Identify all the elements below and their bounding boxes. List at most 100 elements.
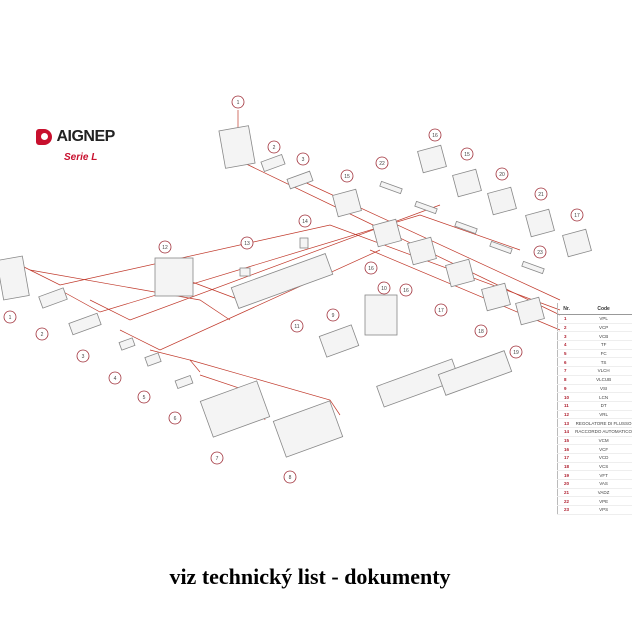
mount-flange bbox=[332, 188, 362, 218]
callout-number: 10 bbox=[381, 286, 387, 292]
mount-flange bbox=[481, 282, 511, 312]
leader-line bbox=[89, 204, 441, 321]
callout-number: 9 bbox=[332, 313, 335, 319]
callout-number: 13 bbox=[244, 241, 250, 247]
row-code: VLCH bbox=[575, 366, 632, 376]
row-code: VCM bbox=[575, 436, 632, 446]
callout-circle bbox=[158, 240, 172, 254]
callout-19: 19 bbox=[509, 345, 523, 359]
callout-number: 1 bbox=[9, 315, 12, 321]
caption-link-text[interactable]: viz technický list - dokumenty bbox=[169, 564, 451, 589]
callout-17: 17 bbox=[434, 303, 448, 317]
callout-15: 15 bbox=[340, 169, 354, 183]
callout-circle bbox=[283, 470, 297, 484]
mount-flange bbox=[452, 168, 482, 198]
callout-number: 17 bbox=[438, 308, 444, 314]
row-nr: 5 bbox=[557, 349, 576, 359]
row-nr: 17 bbox=[557, 453, 576, 463]
callout-number: 16 bbox=[432, 133, 438, 139]
callout-number: 3 bbox=[302, 157, 305, 163]
valve-block-vrl bbox=[154, 257, 194, 297]
row-nr: 3 bbox=[557, 331, 576, 342]
callout-15: 15 bbox=[460, 147, 474, 161]
aignep-logo-mark-icon bbox=[36, 129, 52, 145]
callout-circle bbox=[76, 349, 90, 363]
row-nr: 23 bbox=[557, 505, 576, 515]
callout-3: 3 bbox=[296, 152, 310, 166]
row-code: VADZ bbox=[575, 488, 632, 498]
callout-16: 16 bbox=[364, 261, 378, 275]
aignep-logo: AIGNEP Serie L bbox=[36, 128, 126, 163]
callout-number: 15 bbox=[344, 174, 350, 180]
callout-18: 18 bbox=[474, 324, 488, 338]
row-code: LCN bbox=[575, 392, 632, 402]
bracket-vcb-2 bbox=[68, 312, 102, 336]
callout-2: 2 bbox=[35, 327, 49, 341]
mount-flange bbox=[562, 228, 592, 258]
callout-circle bbox=[375, 156, 389, 170]
exploded-parts-diagram: 1231413121615222021171523111091616171819… bbox=[0, 95, 592, 484]
pin bbox=[454, 220, 478, 235]
callout-circle bbox=[240, 236, 254, 250]
callout-circle bbox=[298, 214, 312, 228]
header-nr: Nr. bbox=[557, 303, 576, 315]
callout-number: 19 bbox=[513, 350, 519, 356]
callout-2: 2 bbox=[267, 140, 281, 154]
pin bbox=[521, 260, 545, 275]
callout-21: 21 bbox=[534, 187, 548, 201]
row-nr: 15 bbox=[557, 436, 576, 446]
callout-circle bbox=[570, 208, 584, 222]
callout-circle bbox=[137, 390, 151, 404]
row-nr: 1 bbox=[557, 314, 576, 324]
callout-number: 2 bbox=[273, 145, 276, 151]
row-code: VAS bbox=[575, 479, 632, 489]
leader-line bbox=[59, 214, 521, 313]
bracket-vcb bbox=[286, 170, 314, 190]
callout-16: 16 bbox=[399, 283, 413, 297]
row-nr: 19 bbox=[557, 470, 576, 481]
mount-flange bbox=[487, 186, 517, 216]
callout-circle bbox=[210, 451, 224, 465]
leader-line bbox=[189, 359, 341, 416]
callout-22: 22 bbox=[375, 156, 389, 170]
callout-number: 16 bbox=[368, 266, 374, 272]
callout-12: 12 bbox=[158, 240, 172, 254]
callout-23: 23 bbox=[533, 245, 547, 259]
callout-8: 8 bbox=[283, 470, 297, 484]
callouts: 1231413121615222021171523111091616171819… bbox=[3, 95, 584, 484]
callout-number: 17 bbox=[574, 213, 580, 219]
row-code: VCS bbox=[575, 462, 632, 472]
row-code: TS bbox=[575, 357, 632, 368]
callout-number: 1 bbox=[237, 100, 240, 106]
callout-number: 15 bbox=[464, 152, 470, 158]
callout-circle bbox=[533, 245, 547, 259]
callout-number: 20 bbox=[499, 172, 505, 178]
row-nr: 11 bbox=[557, 401, 576, 411]
mount-flange bbox=[515, 296, 545, 326]
pin bbox=[489, 240, 513, 255]
row-nr: 2 bbox=[557, 323, 576, 333]
logo-brand: AIGNEP bbox=[56, 128, 115, 145]
callout-7: 7 bbox=[210, 451, 224, 465]
pin bbox=[414, 200, 438, 215]
row-code: RACCORDO AUTOMATICO bbox=[575, 427, 632, 437]
callout-5: 5 bbox=[137, 390, 151, 404]
callout-number: 22 bbox=[379, 161, 385, 167]
callout-1: 1 bbox=[231, 95, 245, 109]
callout-circle bbox=[434, 303, 448, 317]
mount-flange bbox=[445, 258, 475, 288]
cylinder-main bbox=[230, 253, 334, 309]
callout-11: 11 bbox=[290, 319, 304, 333]
